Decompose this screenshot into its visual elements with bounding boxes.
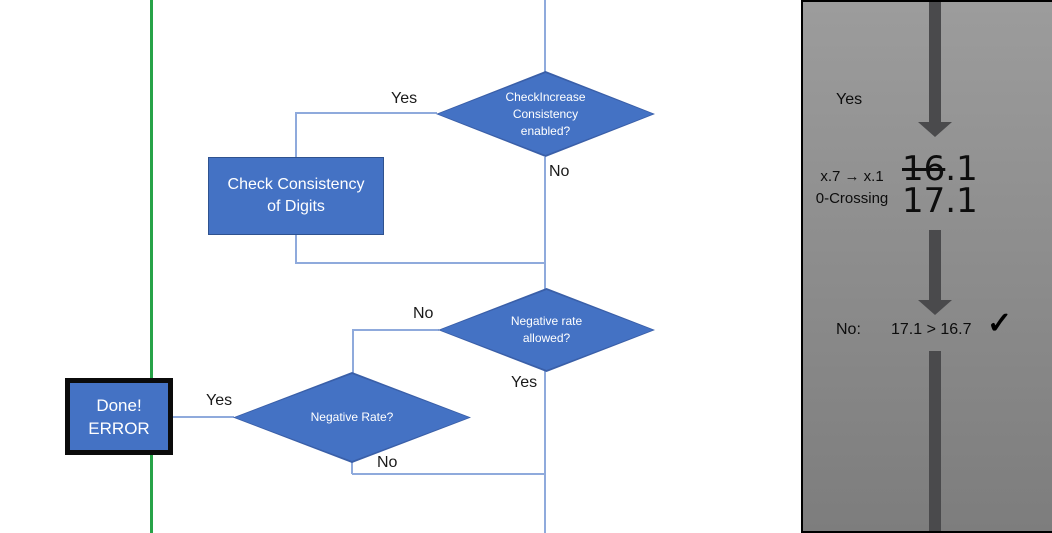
panel-yes-label: Yes [836,91,863,108]
connector-decision2-no-horizontal [352,329,439,331]
side-panel: Yes x.7 → x.1 0-Crossing 16.1 17.1 No: 1… [801,0,1052,533]
connector-top-into-decision1 [544,0,546,72]
decision1-label-line2: Consistency [512,106,579,121]
connector-decision3-no-vertical [351,462,353,474]
rule-line2: 0-Crossing [815,190,889,207]
down-arrow-icon [929,2,941,122]
result-comparison: 17.1 > 16.7 [891,321,972,338]
old-value-struck-part: 16 [902,149,946,189]
decision-check-increase-consistency: CheckIncrease Consistency enabled? [436,71,655,157]
checkmark-icon: ✓ [987,307,1013,340]
down-arrow3-shaft-icon [929,351,941,531]
green-divider-line [150,0,153,533]
edge-label-decision3-no: No [377,454,398,471]
zero-crossing-rule: x.7 → x.1 0-Crossing [805,166,899,210]
connector-process1-out-vertical [295,235,297,263]
connector-decision2-yes-vertical [544,371,546,533]
connector-decision3-no-horizontal [352,473,546,475]
edge-label-decision2-no: No [413,305,434,322]
decision1-label-line1: CheckIncrease [505,89,586,104]
decision2-label-line2: allowed? [522,331,571,345]
terminator-done-error: Done! ERROR [65,378,173,455]
terminator-label-line1: Done! [96,395,142,415]
down-arrow2-icon [929,230,941,300]
connector-decision3-yes-horizontal [172,416,234,418]
decision1-label-line3: enabled? [520,123,571,138]
new-value: 17.1 [902,181,978,221]
connector-decision2-no-vertical [352,329,354,373]
process1-label-line2: of Digits [267,198,325,215]
decision-negative-rate-allowed: Negative rate allowed? [438,288,655,372]
edge-label-decision1-no: No [549,163,570,180]
edge-label-decision3-yes: Yes [206,392,233,409]
down-arrow2-head-icon [918,300,952,315]
connector-decision1-no-vertical [544,157,546,289]
old-value-suffix: .1 [945,149,978,189]
decision3-label: Negative Rate? [310,410,394,424]
connector-process1-out-horizontal [295,262,546,264]
process1-label-line1: Check Consistency [227,176,365,193]
decision-negative-rate: Negative Rate? [233,372,471,463]
terminator-label-line2: ERROR [88,418,150,438]
edge-label-decision2-yes: Yes [511,374,538,391]
result-no-label: No: [836,321,861,338]
old-value: 16.1 [902,152,978,186]
connector-decision1-yes-vertical [295,112,297,158]
value-comparison-numbers: 16.1 17.1 [902,152,978,221]
process-check-consistency-of-digits: Check Consistency of Digits [208,157,384,235]
down-arrow-head-icon [918,122,952,137]
connector-decision1-yes-horizontal [295,112,437,114]
rule-line1: x.7 → x.1 [820,168,884,185]
decision2-label-line1: Negative rate [510,314,583,328]
edge-label-decision1-yes: Yes [391,90,418,107]
